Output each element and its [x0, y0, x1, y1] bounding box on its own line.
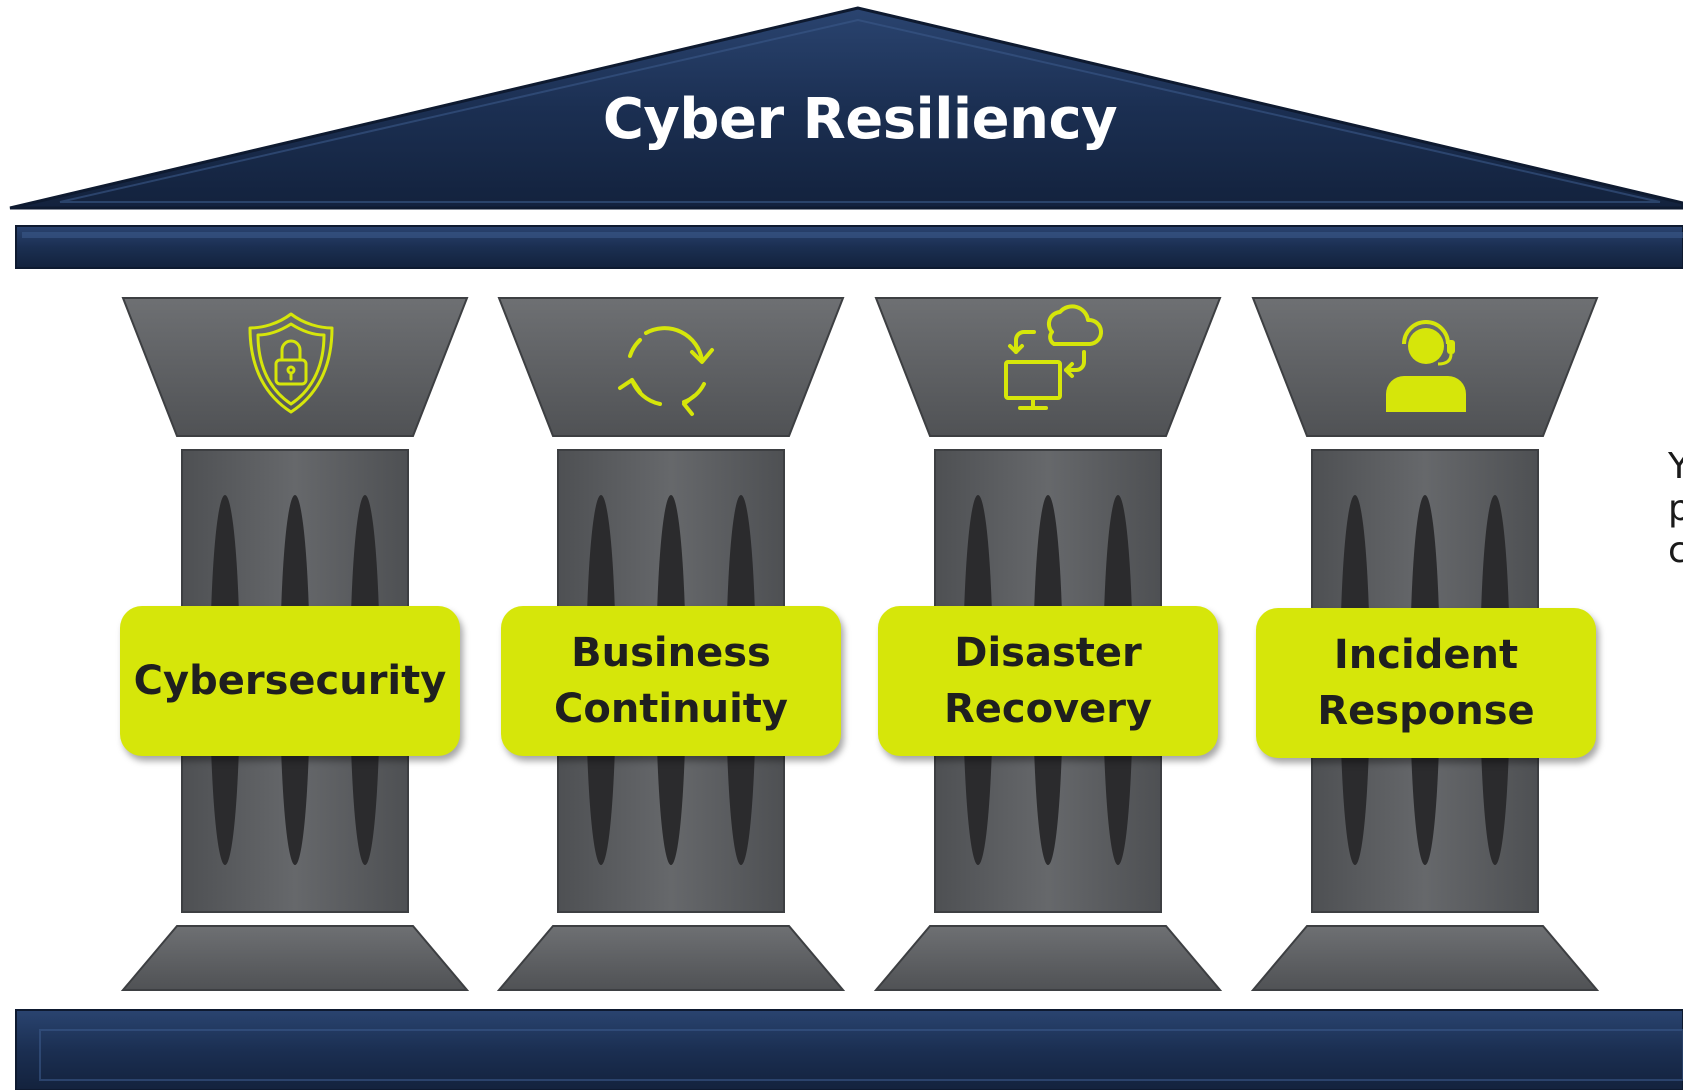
pillar-base — [120, 925, 470, 991]
pillar-capital — [874, 297, 1222, 437]
base-platform-inner — [39, 1029, 1683, 1081]
shield-lock-icon — [248, 312, 334, 414]
side-text-line: p — [1668, 488, 1683, 529]
diagram-title: Cyber Resiliency — [602, 87, 1118, 152]
pillar-label-incident-response: Incident Response — [1256, 608, 1596, 758]
entablature-beam-highlight — [22, 232, 1683, 238]
support-agent-icon — [1386, 320, 1466, 412]
pillar-label-business-continuity: Business Continuity — [501, 606, 841, 756]
pillar-base — [873, 925, 1223, 991]
side-text-line: c — [1668, 530, 1683, 571]
pillar-label-cybersecurity: Cybersecurity — [120, 606, 460, 756]
pillar-label-text: Disaster Recovery — [943, 630, 1153, 732]
pillar-label-text: Cybersecurity — [133, 658, 447, 704]
pillar-capital — [497, 297, 845, 437]
roof-pediment — [9, 6, 1683, 210]
pillar-base — [496, 925, 846, 991]
cloud-sync-monitor-icon — [1004, 304, 1103, 410]
pillar-capital — [1251, 297, 1599, 437]
pillar-capital — [121, 297, 469, 437]
pillar-label-disaster-recovery: Disaster Recovery — [878, 606, 1218, 756]
pillar-base — [1250, 925, 1600, 991]
refresh-cycle-icon — [618, 326, 714, 416]
base-platform — [15, 1009, 1683, 1090]
pillar-label-text: Incident Response — [1317, 632, 1535, 734]
pillar-label-text: Business Continuity — [553, 630, 788, 732]
roof-pediment-inner — [59, 18, 1661, 203]
side-text-line: Y — [1668, 446, 1683, 487]
cropped-side-text: Y p c — [1668, 446, 1683, 572]
